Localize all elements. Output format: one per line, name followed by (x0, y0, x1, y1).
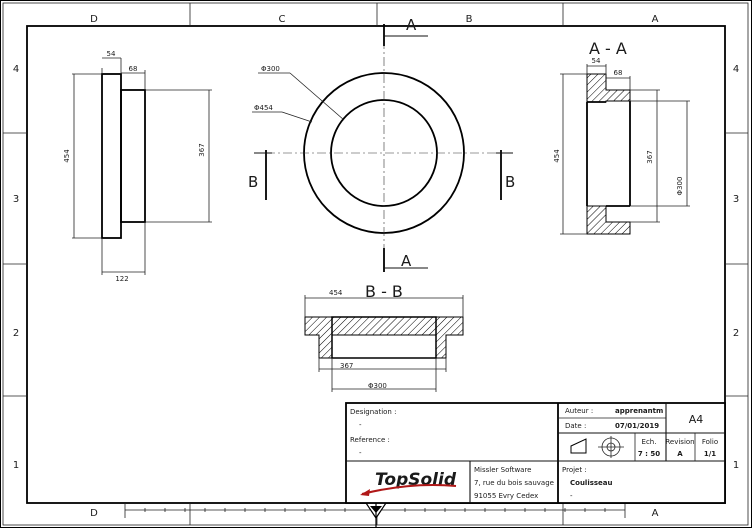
reference-label: Reference : (350, 436, 390, 444)
front-dim-122: 122 (115, 275, 128, 283)
front-dim-367: 367 (198, 143, 206, 156)
section-arrow-b-right: B (505, 173, 515, 191)
company-address-line1: 7, rue du bois sauvage (474, 479, 554, 487)
section-arrow-b-left: B (248, 173, 258, 191)
zone-letter-a-top: A (652, 14, 659, 25)
section-aa-view (560, 64, 690, 235)
auteur-label: Auteur : (565, 407, 593, 415)
section-arrow-a-bottom: A (401, 252, 412, 270)
projet-value: Coulisseau (570, 479, 613, 487)
section-bb-title: B - B (365, 282, 403, 301)
top-dia-454: Φ454 (254, 104, 273, 112)
company-name: Missler Software (474, 466, 532, 474)
projet-sub: - (570, 492, 573, 500)
section-arrow-a-top: A (406, 16, 417, 34)
section-aa-dim-68: 68 (614, 69, 623, 77)
revision-label: Revision (665, 438, 694, 446)
zone-letter-d-top: D (90, 14, 98, 25)
zone-letter-c-top: C (279, 14, 286, 25)
section-bb-dim-454: 454 (329, 289, 343, 297)
scale-label: Ech. (642, 438, 657, 446)
front-view (72, 57, 212, 275)
section-bb-dim-367: 367 (340, 362, 353, 370)
topsolid-logo: TopSolid (375, 470, 457, 490)
zone-number-4-left: 4 (13, 64, 19, 75)
zone-number-2-left: 2 (13, 328, 19, 339)
zone-number-4-right: 4 (733, 64, 739, 75)
zone-number-1-left: 1 (13, 460, 19, 471)
section-bb-dim-300: Φ300 (368, 382, 387, 390)
zone-number-3-left: 3 (13, 194, 19, 205)
top-view (252, 24, 513, 272)
auteur-value: apprenantm (615, 407, 663, 415)
folio-value: 1/1 (704, 450, 716, 458)
front-dim-454: 454 (63, 149, 71, 163)
revision-value: A (677, 450, 683, 458)
section-aa-title: A - A (589, 39, 627, 58)
logo-arrow-icon (360, 489, 370, 496)
section-aa-dim-54: 54 (592, 57, 601, 65)
date-value: 07/01/2019 (615, 422, 659, 430)
reference-value: - (359, 449, 362, 457)
folio-label: Folio (702, 438, 718, 446)
section-aa-dim-300: Φ300 (676, 177, 684, 196)
designation-label: Designation : (350, 408, 396, 416)
section-bb-view (304, 295, 464, 392)
zone-letter-a-bottom: A (652, 508, 659, 519)
section-aa-dim-367: 367 (646, 150, 654, 163)
designation-value: - (359, 421, 362, 429)
projet-label: Projet : (562, 466, 587, 474)
zone-number-2-right: 2 (733, 328, 739, 339)
top-dia-300: Φ300 (261, 65, 280, 73)
date-label: Date : (565, 422, 586, 430)
front-dim-68: 68 (129, 65, 138, 73)
section-aa-dim-454: 454 (553, 149, 561, 163)
zone-number-3-right: 3 (733, 194, 739, 205)
zone-number-1-right: 1 (733, 460, 739, 471)
scale-value: 7 : 50 (638, 450, 660, 458)
front-dim-54: 54 (107, 50, 116, 58)
logo-swoosh (361, 484, 457, 495)
zone-letter-b-top: B (466, 14, 473, 25)
company-address-line2: 91055 Evry Cedex (474, 492, 538, 500)
zone-letter-d-bottom: D (90, 508, 98, 519)
format-value: A4 (689, 413, 704, 426)
